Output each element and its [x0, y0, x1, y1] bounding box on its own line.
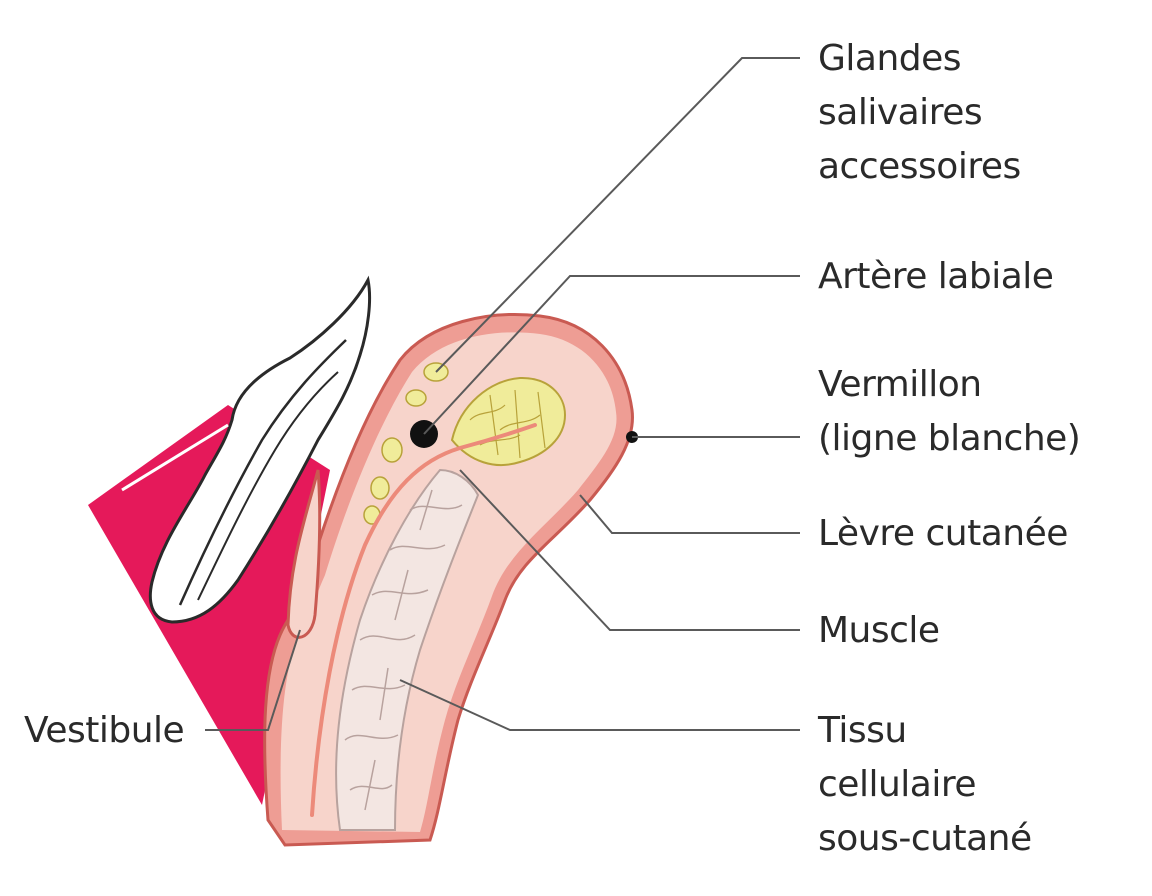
leader-muscle: [459, 469, 800, 631]
label-levre: Lèvre cutanée: [818, 513, 1068, 554]
labial-artery-line: [310, 423, 537, 817]
label-vermillon: Vermillon (ligne blanche): [818, 364, 1081, 459]
leader-tissu: [399, 679, 800, 731]
label-muscle: Muscle: [818, 610, 940, 651]
salivary-glands: [363, 362, 449, 525]
leader-glandes: [435, 57, 800, 373]
tooth: [121, 275, 372, 624]
leader-artere: [423, 275, 800, 435]
label-artere: Artère labiale: [818, 256, 1054, 297]
vestibule-fold: [286, 469, 322, 639]
subcutaneous-tissue: [335, 468, 480, 831]
label-glandes: Glandes salivaires accessoires: [818, 38, 1021, 187]
leader-levre: [579, 494, 800, 534]
label-tissu: Tissu cellulaire sous-cutané: [818, 710, 1032, 859]
leader-vestibule: [205, 629, 301, 731]
label-vestibule: Vestibule: [24, 710, 185, 751]
